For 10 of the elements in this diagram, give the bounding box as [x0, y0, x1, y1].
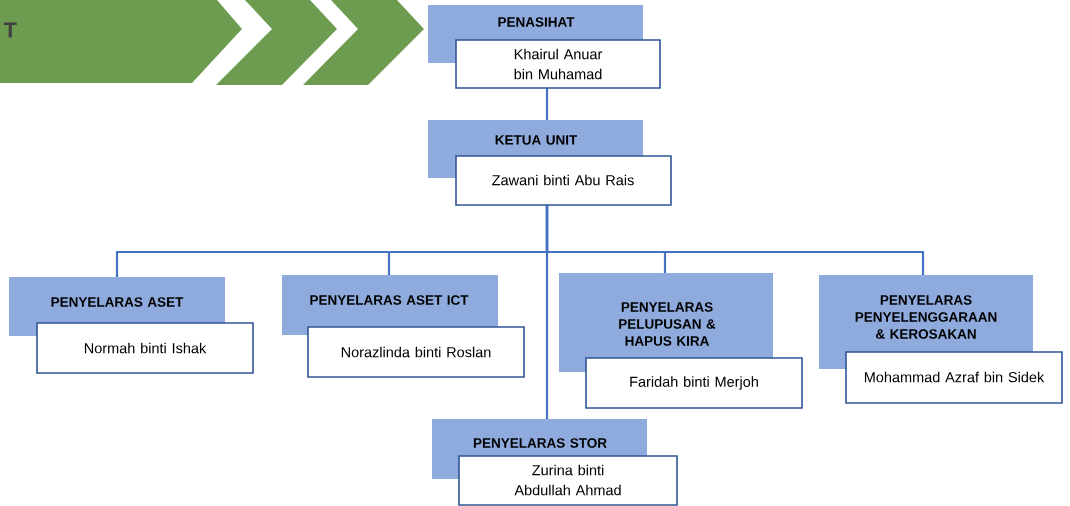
name-box: Normah binti Ishak: [36, 322, 254, 374]
title-text: T: [3, 22, 17, 38]
name-box: Norazlinda binti Roslan: [307, 326, 525, 378]
connector-line: [545, 205, 549, 419]
name-box: Mohammad Azraf bin Sidek: [845, 351, 1063, 404]
name-box: Zurina binti Abdullah Ahmad: [458, 455, 678, 506]
name-box: Faridah binti Merjoh: [585, 357, 803, 409]
connector-line: [545, 88, 549, 120]
name-box: Zawani binti Abu Rais: [455, 155, 672, 206]
name-box: Khairul Anuar bin Muhamad: [455, 39, 661, 89]
